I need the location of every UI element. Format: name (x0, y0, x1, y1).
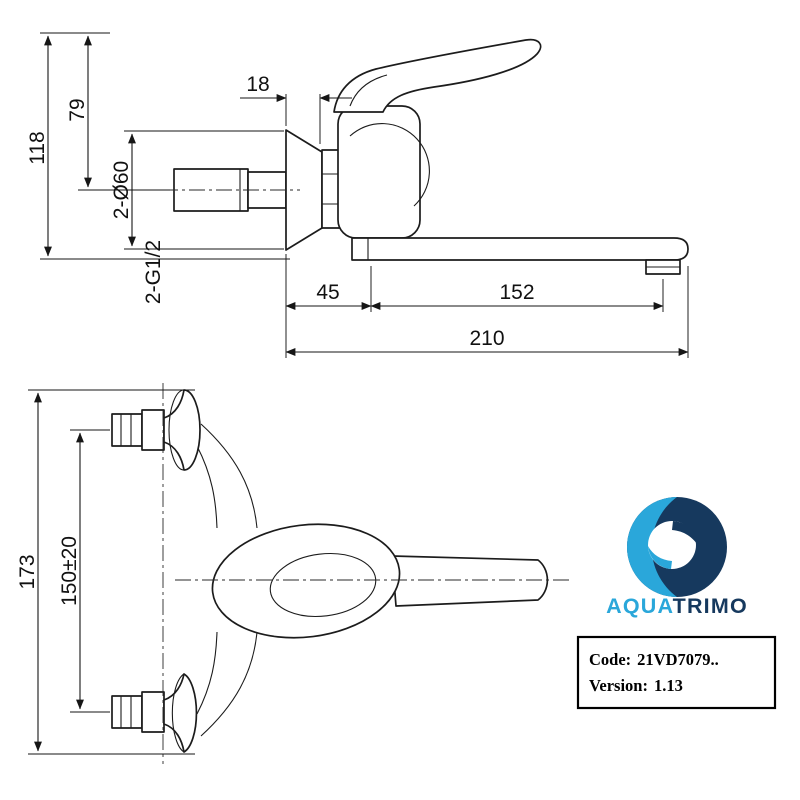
flange-bell (163, 673, 198, 753)
dim-2-g12: 2-G1/2 (142, 240, 165, 304)
upper-body-tube (200, 423, 258, 529)
logo-swirl-hook-dark (672, 521, 699, 547)
dim-18: 18 (240, 73, 352, 144)
dim-210: 210 (285, 266, 689, 358)
dim-label-flange-diameter: 2-Ø60 (110, 161, 133, 219)
dim-45: 45 (285, 254, 372, 358)
code-label: Code: (589, 650, 631, 669)
flange-rim-arc (168, 389, 185, 471)
top-wall-flange (111, 389, 201, 471)
logo-wordmark: AQUATRIMO (606, 594, 748, 618)
flange-bell (163, 389, 201, 471)
dim-label-thread-size: 2-G1/2 (142, 240, 165, 304)
dim-118: 118 (26, 32, 290, 260)
handle-base-arc (349, 74, 388, 107)
dim-173: 173 (16, 389, 195, 755)
version-line: Version: 1.13 (589, 676, 683, 695)
inlet-nipple (111, 413, 143, 447)
body-arc-detail (349, 123, 430, 207)
dim-label-210: 210 (469, 327, 504, 350)
bottom-wall-flange (111, 673, 198, 753)
flange-rim-arc (171, 673, 185, 753)
dim-label-79: 79 (66, 98, 89, 121)
dim-2-d60: 2-Ø60 (110, 130, 284, 250)
inlet-nipple (111, 695, 143, 729)
dim-label-173: 173 (16, 554, 39, 589)
handle-inner-oval (269, 553, 377, 617)
front-view-drawing: 173 150±20 (16, 383, 572, 764)
dim-label-152: 152 (499, 281, 534, 304)
dim-label-118: 118 (26, 131, 49, 164)
logo-swirl-hook-light (648, 546, 672, 569)
cartridge-body (337, 105, 421, 239)
info-box-border (576, 635, 777, 710)
flange-locknut (141, 691, 165, 733)
code-line: Code: 21VD7079.. (589, 650, 719, 669)
spout (351, 237, 689, 261)
dim-label-150: 150±20 (58, 536, 81, 606)
handle-escutcheon-oval (211, 523, 401, 639)
logo-wordmark-aqua: AQUA (606, 594, 673, 618)
logo-wordmark-trimo: TRIMO (673, 594, 748, 618)
logo-swirl-crescent (627, 497, 677, 597)
lower-body-tube (196, 631, 218, 715)
upper-body-tube (196, 445, 218, 529)
version-label: Version: (589, 676, 648, 695)
dim-150: 150±20 (58, 429, 110, 713)
spout-front (391, 555, 549, 607)
aquatrimo-logo: AQUATRIMO (606, 497, 748, 618)
info-box: Code: 21VD7079.. Version: 1.13 (576, 635, 777, 710)
dim-label-45: 45 (316, 281, 339, 304)
version-value: 1.13 (654, 676, 683, 695)
dim-79: 79 (66, 35, 170, 191)
dim-152: 152 (370, 279, 664, 312)
lower-body-tube (200, 631, 258, 737)
code-value: 21VD7079.. (637, 650, 719, 669)
handle-lever (333, 38, 542, 113)
side-view-drawing: 118 79 18 2-Ø60 2-G1/2 45 (26, 32, 689, 358)
flange-locknut (141, 409, 165, 451)
dim-label-18: 18 (246, 73, 269, 96)
